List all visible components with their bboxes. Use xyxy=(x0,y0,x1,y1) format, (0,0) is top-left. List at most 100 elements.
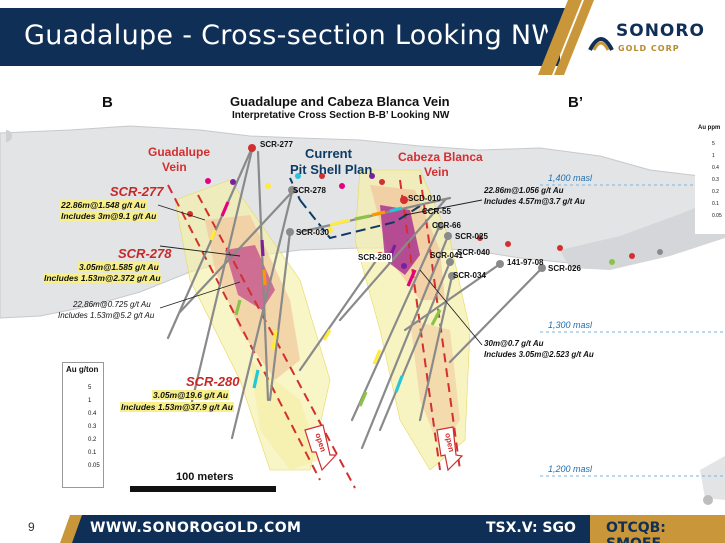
legend-value: 0.1 xyxy=(88,450,97,456)
intercept-line: 3.05m@19.6 g/t Au xyxy=(152,390,230,400)
drill-hole-label: SCR-280 xyxy=(357,253,392,262)
open-arrow-right xyxy=(436,426,464,472)
drill-hole-label: 141-97-08 xyxy=(507,258,544,267)
legend-value: 0.4 xyxy=(712,164,719,171)
intercept-line: 22.86m@1.548 g/t Au xyxy=(60,200,147,210)
vein-label-cabeza: Cabeza Blanca xyxy=(398,150,483,164)
drill-trace xyxy=(360,234,450,450)
slide-title: Guadalupe - Cross-section Looking NW xyxy=(24,20,559,51)
section-label-right: B’ xyxy=(568,94,583,111)
footer-tsx-ticker: TSX.V: SGO xyxy=(486,520,576,536)
drill-trace xyxy=(298,253,382,372)
elevation-label: 1,400 masl xyxy=(548,173,593,183)
drill-trace xyxy=(230,190,294,440)
drill-hole-label: SCD-010 xyxy=(408,194,441,203)
legend-value: 0.05 xyxy=(88,463,100,469)
drill-hole-label: SCR-025 xyxy=(455,232,488,241)
drill-trace xyxy=(448,266,544,364)
assay-segments xyxy=(209,201,442,407)
title-bar: Guadalupe - Cross-section Looking NW xyxy=(0,8,560,66)
sample-dots xyxy=(187,144,663,280)
slide-header: Guadalupe - Cross-section Looking NW SON… xyxy=(0,0,725,75)
legend-value: 0.2 xyxy=(712,188,719,195)
pit-shell-label: Pit Shell Plan xyxy=(290,162,373,177)
topo-marker xyxy=(703,495,713,505)
drill-hole-label: SCR-278 xyxy=(293,186,326,195)
intercept-line: Includes 3.05m@2.523 g/t Au xyxy=(484,350,594,359)
elevation-label: 1,300 masl xyxy=(548,320,593,330)
vein-label-guadalupe: Guadalupe xyxy=(148,145,211,159)
intercept-line: 22.86m@0.725 g/t Au xyxy=(73,300,151,309)
drill-traces xyxy=(166,146,544,450)
guadalupe-vein-line xyxy=(167,184,321,481)
drill-hole-label: CCR-66 xyxy=(432,221,461,230)
elevation-label: 1,200 masl xyxy=(548,464,593,474)
legend-value: 5 xyxy=(712,140,715,147)
legend-value: 1 xyxy=(712,152,715,159)
footer-website-link[interactable]: WWW.SONOROGOLD.COM xyxy=(90,520,302,536)
legend-value: 0.4 xyxy=(88,411,97,417)
footer-otc-ticker: OTCQB: SMOFF xyxy=(606,520,666,543)
page-number: 9 xyxy=(28,520,35,534)
logo-brand: SONORO xyxy=(616,21,705,41)
drill-hole-label: SCR-034 xyxy=(453,271,486,280)
intercept-name: SCR-278 xyxy=(118,246,172,261)
legend-value: 0.3 xyxy=(712,176,719,183)
legend-value: 0.3 xyxy=(88,424,97,430)
legend-value: 5 xyxy=(88,385,92,391)
logo-sub: GOLD CORP xyxy=(618,44,680,53)
footer-gold-stripe xyxy=(60,515,82,543)
open-arrow-left xyxy=(304,424,338,472)
right-lobe xyxy=(560,196,725,270)
diagram-heading: Guadalupe and Cabeza Blanca Vein xyxy=(230,94,450,109)
legend-title: Au ppm xyxy=(698,125,721,131)
callout-leaders xyxy=(157,199,483,346)
drill-trace xyxy=(166,146,254,340)
legend-value: 0.1 xyxy=(712,200,719,207)
cabeza-vein-line xyxy=(399,179,441,471)
drill-hole-label: SCR-277 xyxy=(260,140,293,149)
drill-hole-label: SCR-026 xyxy=(548,264,581,273)
vein-label-cabeza: Vein xyxy=(424,165,449,179)
scale-label: 100 meters xyxy=(176,471,234,483)
drill-trace xyxy=(338,198,447,322)
drill-hole-label: SCR-030 xyxy=(296,228,329,237)
intercept-line: 22.86m@1.056 g/t Au xyxy=(484,186,564,195)
intercept-line: Includes 4.57m@3.7 g/t Au xyxy=(484,197,585,206)
intercept-name: SCR-280 xyxy=(186,374,240,389)
drill-hole-label: SCR-041 xyxy=(430,251,463,260)
footer-otc-box: OTCQB: SMOFF xyxy=(590,515,725,543)
intercept-line: Includes 1.53m@37.9 g/t Au xyxy=(120,402,234,412)
legend-au-gton: Au g/ton xyxy=(62,362,104,488)
drill-hole-label: CCR-55 xyxy=(422,207,451,216)
cabeza-vein-line xyxy=(419,174,461,471)
legend-au-ppm: Au ppm xyxy=(695,124,725,234)
drill-trace xyxy=(268,230,292,402)
left-upper-marker xyxy=(6,130,12,142)
sonoro-mark-icon xyxy=(588,37,614,51)
legend-title: Au g/ton xyxy=(66,365,99,374)
drill-trace xyxy=(188,148,254,412)
intercept-line: Includes 3m@9.1 g/t Au xyxy=(60,211,158,221)
drill-hole-label: SCR-040 xyxy=(457,248,490,257)
header-gold-stripes xyxy=(530,0,594,75)
intercept-line: Includes 1.53m@2.372 g/t Au xyxy=(43,273,162,283)
scale-bar xyxy=(130,486,276,492)
drill-trace xyxy=(350,223,442,422)
drill-trace xyxy=(178,190,294,314)
diagram-subheading: Interpretative Cross Section B-B’ Lookin… xyxy=(232,110,450,121)
legend-value: 0.05 xyxy=(712,212,722,219)
vein-label-guadalupe: Vein xyxy=(162,160,187,174)
drill-trace xyxy=(378,260,452,432)
intercept-line: 3.05m@1.585 g/t Au xyxy=(78,262,160,272)
intercept-line: 30m@0.7 g/t Au xyxy=(484,339,544,348)
intercept-name: SCR-277 xyxy=(110,184,164,199)
intercept-line: Includes 1.53m@5.2 g/t Au xyxy=(58,311,155,320)
legend-value: 1 xyxy=(88,398,92,404)
legend-value: 0.2 xyxy=(88,437,97,443)
section-label-left: B xyxy=(102,94,113,111)
sonoro-logo: SONORO GOLD CORP xyxy=(588,20,718,62)
pit-shell-label: Current xyxy=(305,146,352,161)
cabeza-envelope-low xyxy=(410,320,460,450)
